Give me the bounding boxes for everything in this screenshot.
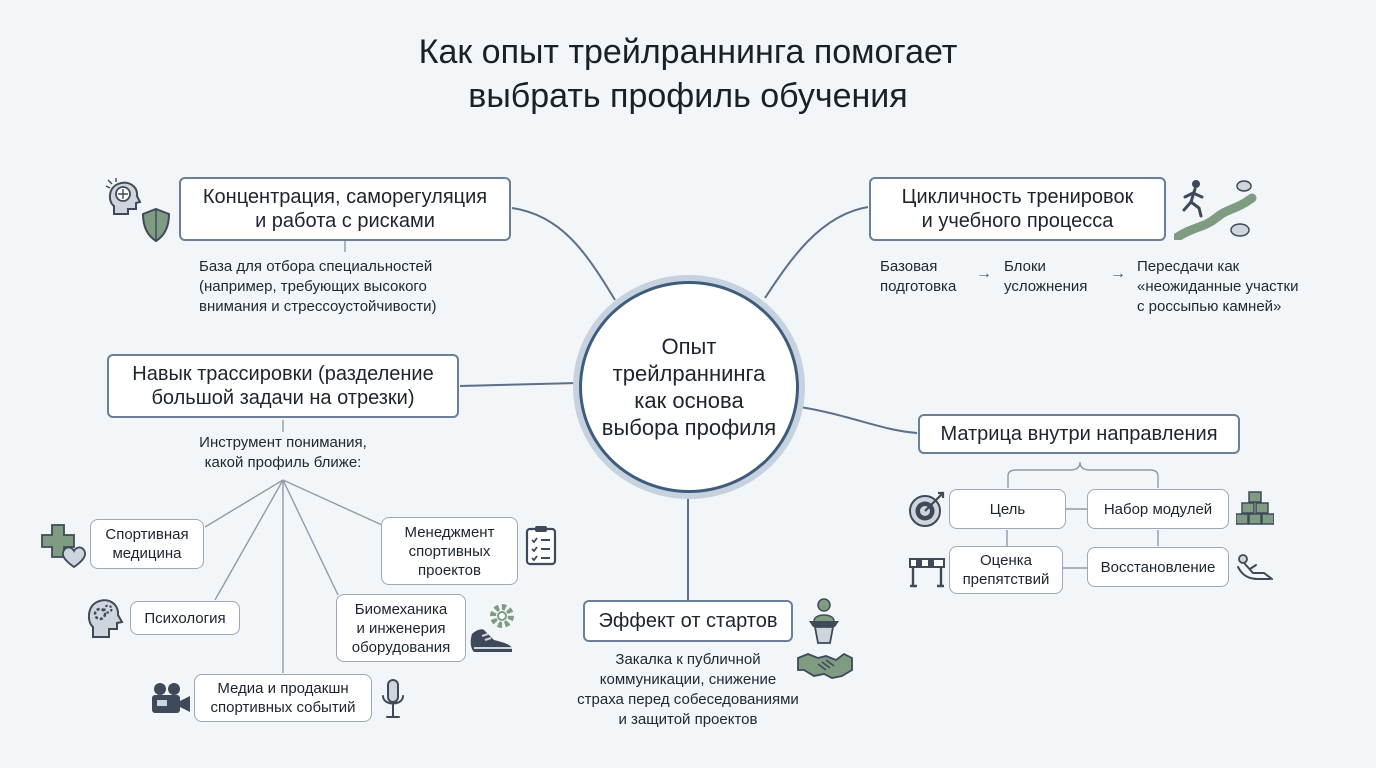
management-node: Менеджмент спортивных проектов: [381, 517, 518, 585]
central-node-line: Опыт: [661, 334, 717, 359]
tracing-line: Навык трассировки (разделение: [132, 363, 434, 385]
media-line: Медиа и продакшн: [217, 680, 349, 697]
biomechanics-line: Биомеханика: [354, 600, 448, 618]
media-line: спортивных событий: [210, 699, 356, 716]
psychology-node: Психология: [130, 601, 240, 635]
management-line: Менеджмент: [404, 523, 495, 541]
page-title: Как опыт трейлраннинга помогает выбрать …: [288, 30, 1088, 118]
shield-icon: [141, 207, 171, 243]
sport-medicine-node: Спортивная медицина: [90, 519, 204, 569]
starts-note-line: коммуникации, снижение: [599, 671, 777, 688]
concentration-note-line: База для отбора специальностей: [199, 258, 433, 275]
reclining-person-icon: [1237, 554, 1273, 580]
target-icon: [909, 491, 945, 527]
central-node-line: трейлраннинга: [612, 361, 766, 386]
matrix-cell-line: Набор модулей: [1103, 500, 1213, 518]
blocks-stack-icon: [1236, 491, 1274, 525]
arrow-right-icon: →: [1110, 265, 1126, 282]
head-gears-icon: [87, 599, 124, 638]
tracing-node: Навык трассировки (разделение большой за…: [107, 354, 459, 418]
biomechanics-line: и инженерия: [356, 619, 446, 637]
concentration-note-line: внимания и стрессоустойчивости): [199, 298, 437, 315]
biomechanics-node: Биомеханика и инженерия оборудования: [336, 594, 466, 662]
concentration-line: и работа с рисками: [255, 210, 435, 232]
concentration-note: База для отбора специальностей (например…: [199, 257, 499, 317]
matrix-goal-cell: Цель: [949, 489, 1066, 529]
tracing-note-line: Инструмент понимания,: [199, 434, 367, 451]
management-line: проектов: [418, 561, 481, 579]
matrix-cell-line: Оценка: [980, 552, 1032, 569]
speaker-podium-icon: [809, 598, 839, 644]
concentration-node: Концентрация, саморегуляция и работа с р…: [179, 177, 511, 241]
title-line-2: выбрать профиль обучения: [468, 77, 908, 115]
matrix-cell-line: Цель: [989, 500, 1026, 518]
cycle-step-base: Базовая подготовка: [880, 257, 980, 297]
management-line: спортивных: [408, 542, 491, 560]
cycle-step-line: усложнения: [1004, 278, 1088, 295]
concentration-note-line: (например, требующих высокого: [199, 278, 427, 295]
cycle-step-line: Блоки: [1004, 258, 1046, 275]
runner-trail-icon: [1174, 180, 1257, 240]
starts-node: Эффект от стартов: [583, 600, 793, 642]
concentration-line: Концентрация, саморегуляция: [202, 186, 488, 208]
arrow-right-icon: →: [976, 265, 992, 282]
psychology-line: Психология: [144, 609, 226, 627]
title-line-1: Как опыт трейлраннинга помогает: [418, 33, 958, 71]
starts-line: Эффект от стартов: [598, 610, 778, 632]
matrix-cell-line: Восстановление: [1100, 558, 1216, 576]
cyclicity-line: Цикличность тренировок: [901, 186, 1134, 208]
medical-cross-heart-icon: [41, 524, 87, 569]
tracing-note: Инструмент понимания, какой профиль ближ…: [163, 433, 403, 473]
central-node-line: выбора профиля: [601, 415, 777, 440]
sport-medicine-line: Спортивная: [105, 526, 189, 543]
biomechanics-line: оборудования: [351, 638, 451, 656]
microphone-icon: [382, 679, 404, 718]
media-node: Медиа и продакшн спортивных событий: [194, 674, 372, 722]
handshake-icon: [797, 652, 853, 679]
cycle-step-retakes: Пересдачи как «неожиданные участки с рос…: [1137, 257, 1347, 317]
matrix-line: Матрица внутри направления: [940, 423, 1218, 445]
cyclicity-line: и учебного процесса: [921, 210, 1114, 232]
sneaker-gear-icon: [470, 604, 514, 652]
starts-note: Закалка к публичной коммуникации, снижен…: [548, 650, 828, 730]
tracing-note-line: какой профиль ближе:: [204, 454, 362, 471]
hurdle-icon: [909, 558, 945, 588]
cycle-step-line: Базовая: [880, 258, 938, 275]
starts-note-line: страха перед собеседованиями: [577, 691, 799, 708]
matrix-node: Матрица внутри направления: [918, 414, 1240, 454]
cycle-step-line: Пересдачи как: [1137, 258, 1240, 275]
cycle-step-line: «неожиданные участки: [1137, 278, 1299, 295]
matrix-modules-cell: Набор модулей: [1087, 489, 1229, 529]
cycle-step-line: подготовка: [880, 278, 957, 295]
central-node-line: как основа: [634, 388, 744, 413]
clipboard-checklist-icon: [525, 526, 557, 566]
tracing-line: большой задачи на отрезки): [151, 387, 415, 409]
central-node: Опыт трейлраннинга как основа выбора про…: [579, 281, 799, 493]
starts-note-line: и защитой проектов: [618, 711, 758, 728]
cycle-step-line: с россыпью камней»: [1137, 298, 1282, 315]
video-camera-icon: [152, 683, 190, 713]
matrix-obstacles-cell: Оценка препятствий: [949, 546, 1063, 594]
matrix-cell-line: препятствий: [962, 571, 1050, 588]
cyclicity-node: Цикличность тренировок и учебного процес…: [869, 177, 1166, 241]
brain-head-icon: [105, 178, 142, 215]
cycle-step-blocks: Блоки усложнения: [1004, 257, 1108, 297]
matrix-recovery-cell: Восстановление: [1087, 547, 1229, 587]
sport-medicine-line: медицина: [112, 545, 182, 562]
starts-note-line: Закалка к публичной: [615, 651, 761, 668]
